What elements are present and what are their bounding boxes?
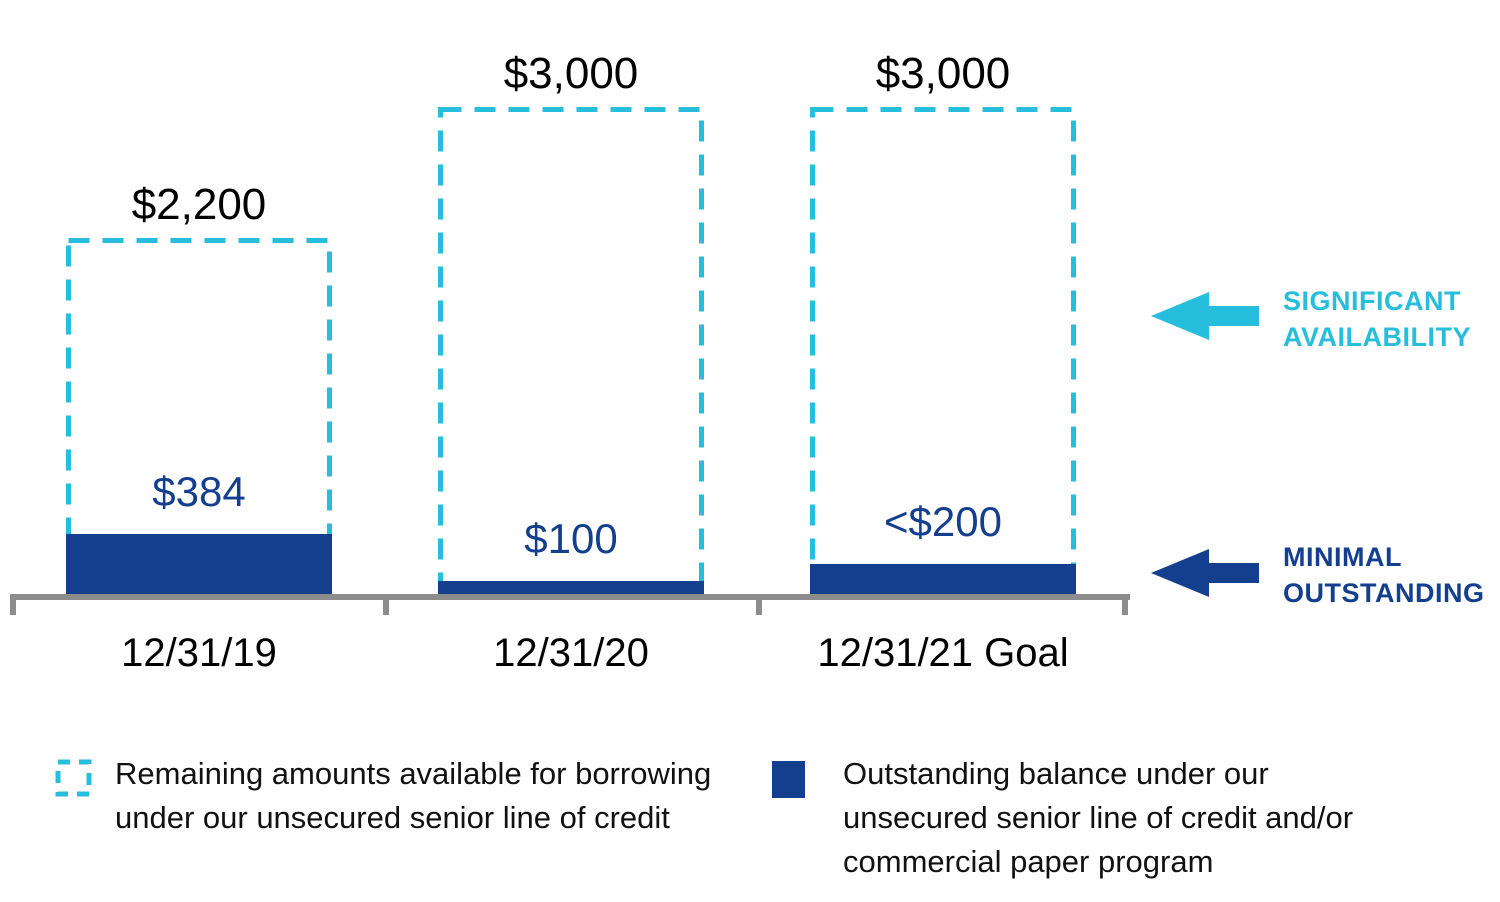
- significant-label-line2: AVAILABILITY: [1283, 322, 1471, 352]
- total-facility-label: $3,000: [503, 49, 639, 98]
- outstanding-value-label: $100: [524, 515, 618, 562]
- legend-outstanding-swatch: [772, 761, 805, 798]
- category-label: 12/31/20: [493, 631, 649, 675]
- legend-remaining-swatch-icon: [55, 759, 92, 797]
- total-facility-label: $2,200: [131, 180, 267, 229]
- significant-availability-label: SIGNIFICANT AVAILABILITY: [1283, 283, 1471, 355]
- x-axis-tick: [383, 594, 389, 615]
- legend-outstanding-label: Outstanding balance under our unsecured …: [843, 756, 1354, 879]
- minimal-label-line2: OUTSTANDING: [1283, 578, 1485, 608]
- x-axis-tick: [1122, 594, 1128, 615]
- outstanding-value-label: $384: [152, 468, 246, 515]
- x-axis-tick: [10, 594, 16, 615]
- outstanding-balance-bar: [438, 581, 704, 597]
- minimal-outstanding-arrow-icon: [1151, 549, 1259, 597]
- category-label: 12/31/21 Goal: [817, 631, 1069, 675]
- outstanding-balance-bar: [66, 534, 332, 597]
- minimal-label-line1: MINIMAL: [1283, 542, 1402, 572]
- total-facility-label: $3,000: [875, 49, 1011, 98]
- remaining-available-outline: [810, 107, 1076, 569]
- legend-remaining-label: Remaining amounts available for borrowin…: [115, 756, 712, 835]
- category-label: 12/31/19: [121, 631, 277, 675]
- minimal-outstanding-label: MINIMAL OUTSTANDING: [1283, 539, 1485, 611]
- x-axis-line: [10, 594, 1130, 600]
- significant-label-line1: SIGNIFICANT: [1283, 286, 1461, 316]
- outstanding-value-label: <$200: [884, 498, 1002, 545]
- x-axis-tick: [756, 594, 762, 615]
- significant-availability-arrow-icon: [1151, 292, 1259, 340]
- outstanding-balance-bar: [810, 564, 1076, 597]
